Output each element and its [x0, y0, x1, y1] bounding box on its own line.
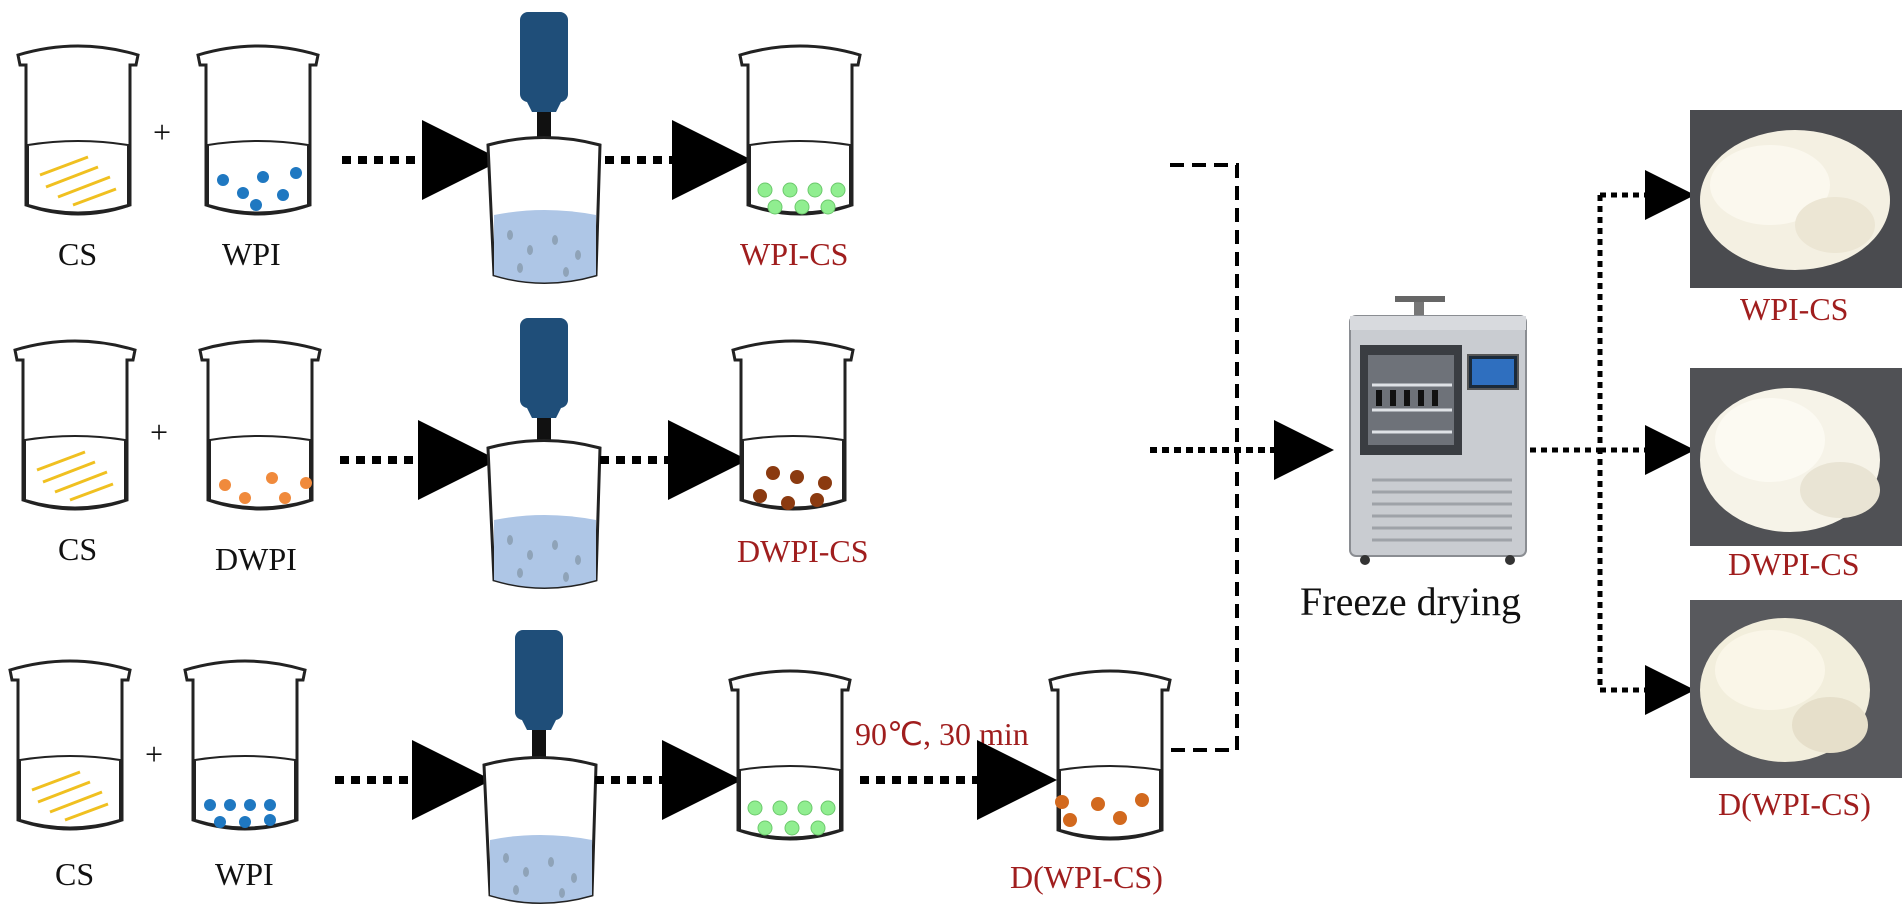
label-wpi-cs-1: WPI-CS [740, 236, 848, 272]
powder-photo-wpi-cs [1690, 110, 1902, 288]
d-wpi-cs-dots-icon [1055, 793, 1149, 827]
row-1: CS + WPI [16, 12, 862, 284]
beaker-d-wpi-cs-3 [1048, 669, 1172, 841]
cs-fibers-icon [31, 770, 109, 822]
dwpi-cs-dots-icon [753, 466, 832, 510]
wpi-dots-icon [204, 799, 276, 828]
output-label-d-wpi-cs: D(WPI-CS) [1718, 786, 1871, 822]
output-label-wpi-cs: WPI-CS [1740, 291, 1848, 327]
powder-photo-d-wpi-cs [1690, 600, 1902, 778]
powder-photo-dwpi-cs [1690, 368, 1902, 546]
plus-sign-1: + [153, 114, 171, 150]
beaker-wpi-1 [196, 44, 320, 216]
cs-fibers-icon [36, 450, 114, 502]
beaker-cs-3 [8, 659, 132, 831]
homogenizer-2 [486, 318, 602, 589]
cs-fibers-icon [39, 155, 117, 207]
freeze-drying-label: Freeze drying [1300, 579, 1521, 624]
label-wpi-1: WPI [222, 236, 281, 272]
beaker-cs-1 [16, 44, 140, 216]
row-2: CS + DWPI [13, 318, 869, 589]
beaker-cs-2 [13, 339, 137, 511]
output-label-dwpi-cs: DWPI-CS [1728, 546, 1860, 582]
wpi-cs-dots-icon [747, 800, 836, 836]
label-cs-3: CS [55, 856, 94, 892]
homogenizer-1 [486, 12, 602, 284]
beaker-wpi-cs-1 [738, 44, 862, 216]
label-cs-1: CS [58, 236, 97, 272]
wpi-dots-icon [217, 167, 302, 211]
plus-sign-3: + [145, 736, 163, 772]
freeze-dryer-icon [1349, 296, 1527, 565]
label-wpi-3: WPI [215, 856, 274, 892]
dwpi-dots-icon [219, 472, 312, 504]
plus-sign-2: + [150, 414, 168, 450]
beaker-wpi-3 [183, 659, 307, 831]
output-branches [1530, 195, 1603, 690]
label-d-wpi-cs-3: D(WPI-CS) [1010, 859, 1163, 895]
homogenizer-3 [482, 630, 598, 904]
beaker-dwpi-2 [198, 339, 322, 511]
label-dwpi-2: DWPI [215, 541, 297, 577]
heat-treatment-label: 90℃, 30 min [855, 716, 1029, 752]
merge-connector [1170, 163, 1239, 752]
label-cs-2: CS [58, 531, 97, 567]
beaker-dwpi-cs-2 [731, 339, 855, 511]
wpi-cs-dots-icon [757, 182, 846, 215]
beaker-wpi-cs-3 [728, 669, 852, 841]
label-dwpi-cs-2: DWPI-CS [737, 533, 869, 569]
row-3: CS + WPI [8, 630, 1172, 904]
